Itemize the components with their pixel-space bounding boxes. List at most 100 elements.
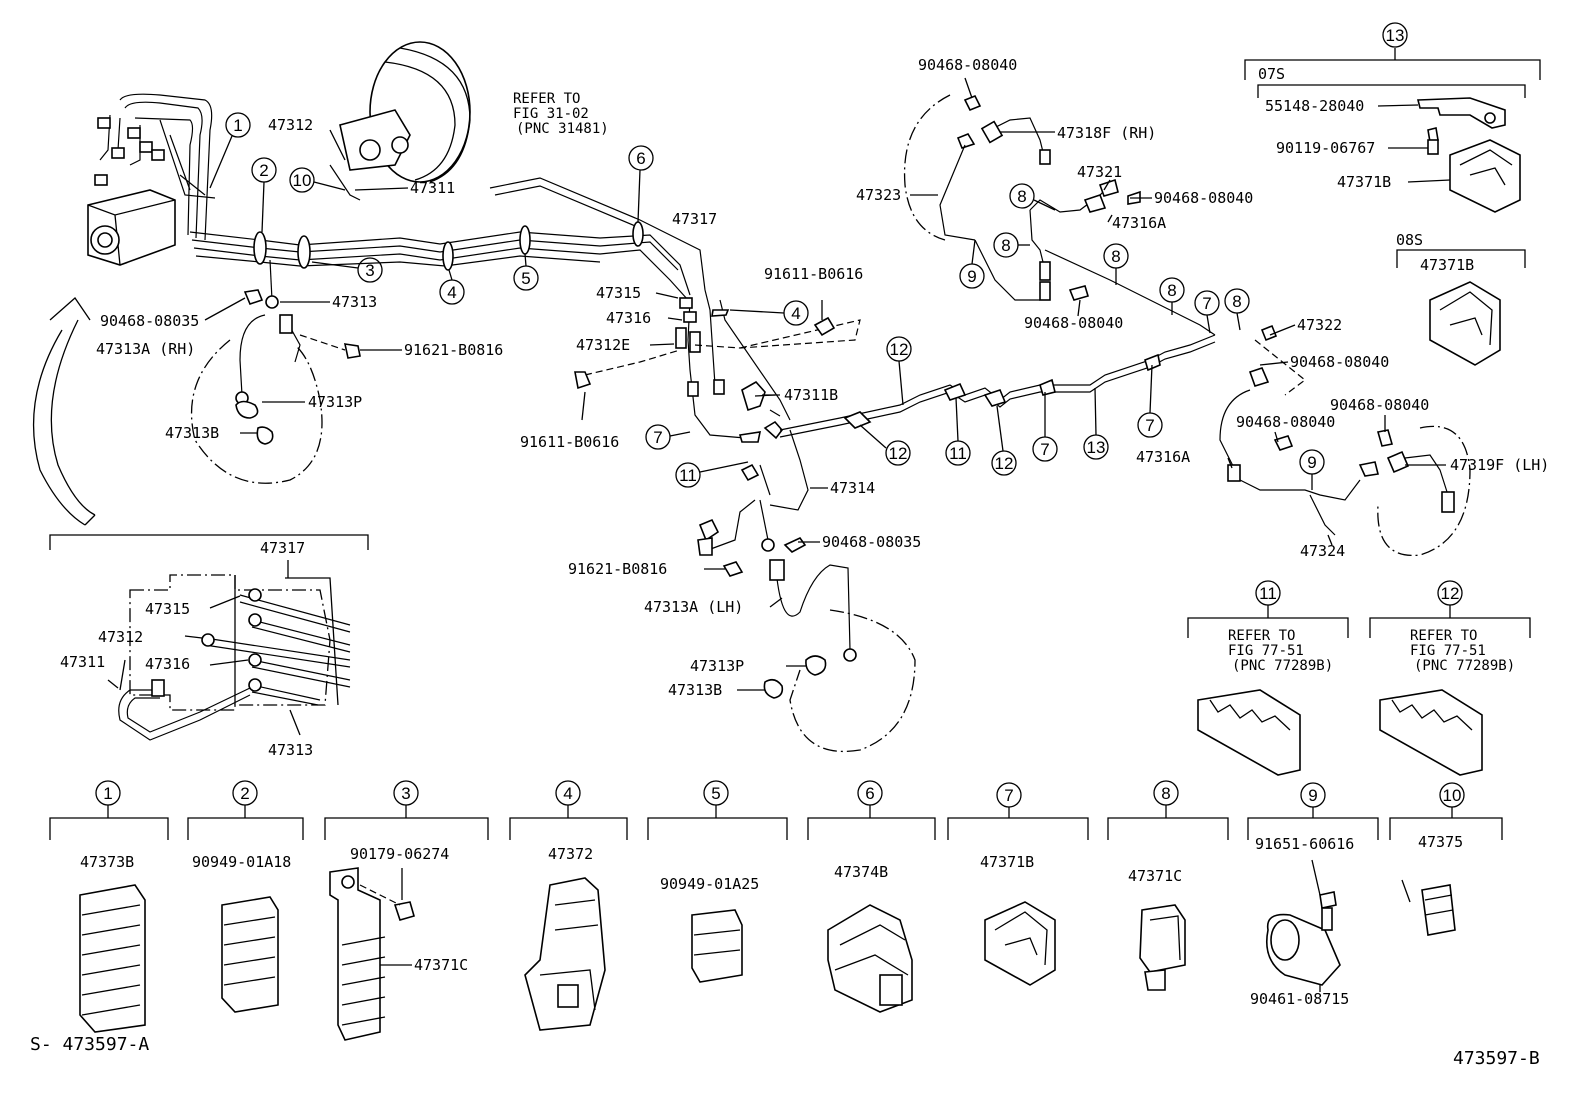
leader-lines bbox=[119, 77, 1451, 992]
label-47311B: 47311B bbox=[784, 386, 838, 404]
bundle-clips bbox=[179, 174, 644, 271]
callout-key-8: 8 bbox=[1161, 784, 1170, 803]
label-47313A-rh: 47313A (RH) bbox=[96, 340, 195, 358]
callout-8-c: 8 bbox=[1111, 247, 1120, 266]
label-47322: 47322 bbox=[1297, 316, 1342, 334]
label-47316: 47316 bbox=[606, 309, 651, 327]
callout-key-7: 7 bbox=[1004, 786, 1013, 805]
callout-12-lower: 12 bbox=[889, 444, 908, 463]
refer-11-line3: (PNC 77289B) bbox=[1232, 658, 1333, 674]
label-91611-B0616-left: 91611-B0616 bbox=[520, 433, 619, 451]
callout-9-upper: 9 bbox=[967, 267, 976, 286]
label-47324: 47324 bbox=[1300, 542, 1345, 560]
key-label-47371C-8: 47371C bbox=[1128, 867, 1182, 885]
callout-key-9: 9 bbox=[1308, 786, 1317, 805]
box13-label-55148-28040: 55148-28040 bbox=[1265, 97, 1364, 115]
key-label-47371C-3: 47371C bbox=[414, 956, 468, 974]
box13-label-07S: 07S bbox=[1258, 65, 1285, 83]
refer-12-line2: FIG 77-51 bbox=[1410, 643, 1486, 659]
callout-3: 3 bbox=[365, 261, 374, 280]
inset-detail bbox=[49, 534, 369, 741]
label-47311: 47311 bbox=[410, 179, 455, 197]
callout-circles: 1 2 3 4 5 6 10 4 7 11 12 12 11 bbox=[95, 22, 1465, 818]
label-47313P-lh: 47313P bbox=[690, 657, 744, 675]
key-label-91651-60616: 91651-60616 bbox=[1255, 835, 1354, 853]
key-label-90949-01A25: 90949-01A25 bbox=[660, 875, 759, 893]
refer-main-line2: FIG 31-02 bbox=[513, 106, 589, 122]
label-90468-08040-d: 90468-08040 bbox=[1290, 353, 1389, 371]
center-lines bbox=[574, 289, 861, 443]
label-90468-08040-f: 90468-08040 bbox=[1236, 413, 1335, 431]
label-47314: 47314 bbox=[830, 479, 875, 497]
brake-booster-drawing bbox=[329, 41, 471, 201]
box08S-label-47371B: 47371B bbox=[1420, 256, 1474, 274]
box13-label-47371B: 47371B bbox=[1337, 173, 1391, 191]
label-47313P-rh: 47313P bbox=[308, 393, 362, 411]
inset-label-47315: 47315 bbox=[145, 600, 190, 618]
callout-8-a: 8 bbox=[1017, 187, 1026, 206]
rear-pipe-run bbox=[740, 334, 1216, 511]
callout-key-10: 10 bbox=[1443, 786, 1462, 805]
box-11 bbox=[1187, 605, 1349, 776]
callout-key-6: 6 bbox=[865, 784, 874, 803]
box-13 bbox=[1244, 48, 1541, 213]
label-47313A-lh: 47313A (LH) bbox=[644, 598, 743, 616]
rear-lh-hose bbox=[1219, 339, 1471, 557]
key-label-90461-08715: 90461-08715 bbox=[1250, 990, 1349, 1008]
inset-label-47312: 47312 bbox=[98, 628, 143, 646]
refer-11-line1: REFER TO bbox=[1228, 628, 1295, 644]
label-47313B-rh: 47313B bbox=[165, 424, 219, 442]
callout-7-center: 7 bbox=[653, 428, 662, 447]
key-label-47373B: 47373B bbox=[80, 853, 134, 871]
callout-12-rear: 12 bbox=[995, 454, 1014, 473]
callout-6: 6 bbox=[636, 149, 645, 168]
callout-key-3: 3 bbox=[401, 784, 410, 803]
callout-12-upper: 12 bbox=[890, 340, 909, 359]
key-label-47375: 47375 bbox=[1418, 833, 1463, 851]
part-labels: REFER TO FIG 31-02 (PNC 31481) 47312 473… bbox=[30, 56, 1549, 1069]
box-12 bbox=[1369, 605, 1531, 776]
box08S-label: 08S bbox=[1396, 231, 1423, 249]
callout-4-center: 4 bbox=[791, 304, 800, 323]
rear-rh-hose bbox=[903, 94, 1278, 342]
label-47313: 47313 bbox=[332, 293, 377, 311]
front-rh-hose bbox=[191, 259, 361, 484]
label-47315: 47315 bbox=[596, 284, 641, 302]
callout-8-e: 8 bbox=[1232, 292, 1241, 311]
key-label-90179-06274: 90179-06274 bbox=[350, 845, 449, 863]
callout-9-lower: 9 bbox=[1307, 453, 1316, 472]
callout-key-4: 4 bbox=[563, 784, 572, 803]
label-91621-B0816-rh: 91621-B0816 bbox=[404, 341, 503, 359]
inset-label-47313: 47313 bbox=[268, 741, 313, 759]
callout-2: 2 bbox=[259, 161, 268, 180]
box13-label-90119-06767: 90119-06767 bbox=[1276, 139, 1375, 157]
refer-12-line1: REFER TO bbox=[1410, 628, 1477, 644]
label-90468-08035-lh: 90468-08035 bbox=[822, 533, 921, 551]
label-47313B-lh: 47313B bbox=[668, 681, 722, 699]
box-08S bbox=[1396, 249, 1526, 366]
label-90468-08040-b: 90468-08040 bbox=[1154, 189, 1253, 207]
inset-label-47317: 47317 bbox=[260, 539, 305, 557]
label-47317: 47317 bbox=[672, 210, 717, 228]
callout-10: 10 bbox=[293, 171, 312, 190]
key-label-47372: 47372 bbox=[548, 845, 593, 863]
callout-1: 1 bbox=[233, 116, 242, 135]
callout-8-d: 8 bbox=[1167, 281, 1176, 300]
label-90468-08040-top: 90468-08040 bbox=[918, 56, 1017, 74]
callout-7-rear: 7 bbox=[1040, 440, 1049, 459]
label-91611-B0616-top: 91611-B0616 bbox=[764, 265, 863, 283]
refer-main-line3: (PNC 31481) bbox=[516, 121, 609, 137]
callout-12-box: 12 bbox=[1441, 584, 1460, 603]
callout-13-box: 13 bbox=[1386, 26, 1405, 45]
callout-7-upper: 7 bbox=[1202, 294, 1211, 313]
callout-11-box: 11 bbox=[1259, 584, 1277, 603]
label-90468-08035-rh: 90468-08035 bbox=[100, 312, 199, 330]
key-label-47374B: 47374B bbox=[834, 863, 888, 881]
key-label-90949-01A18: 90949-01A18 bbox=[192, 853, 291, 871]
abs-actuator-drawing bbox=[87, 93, 216, 266]
bottom-parts-boxes bbox=[49, 817, 1503, 1041]
refer-main-line1: REFER TO bbox=[513, 91, 580, 107]
label-47312E: 47312E bbox=[576, 336, 630, 354]
label-47312: 47312 bbox=[268, 116, 313, 134]
